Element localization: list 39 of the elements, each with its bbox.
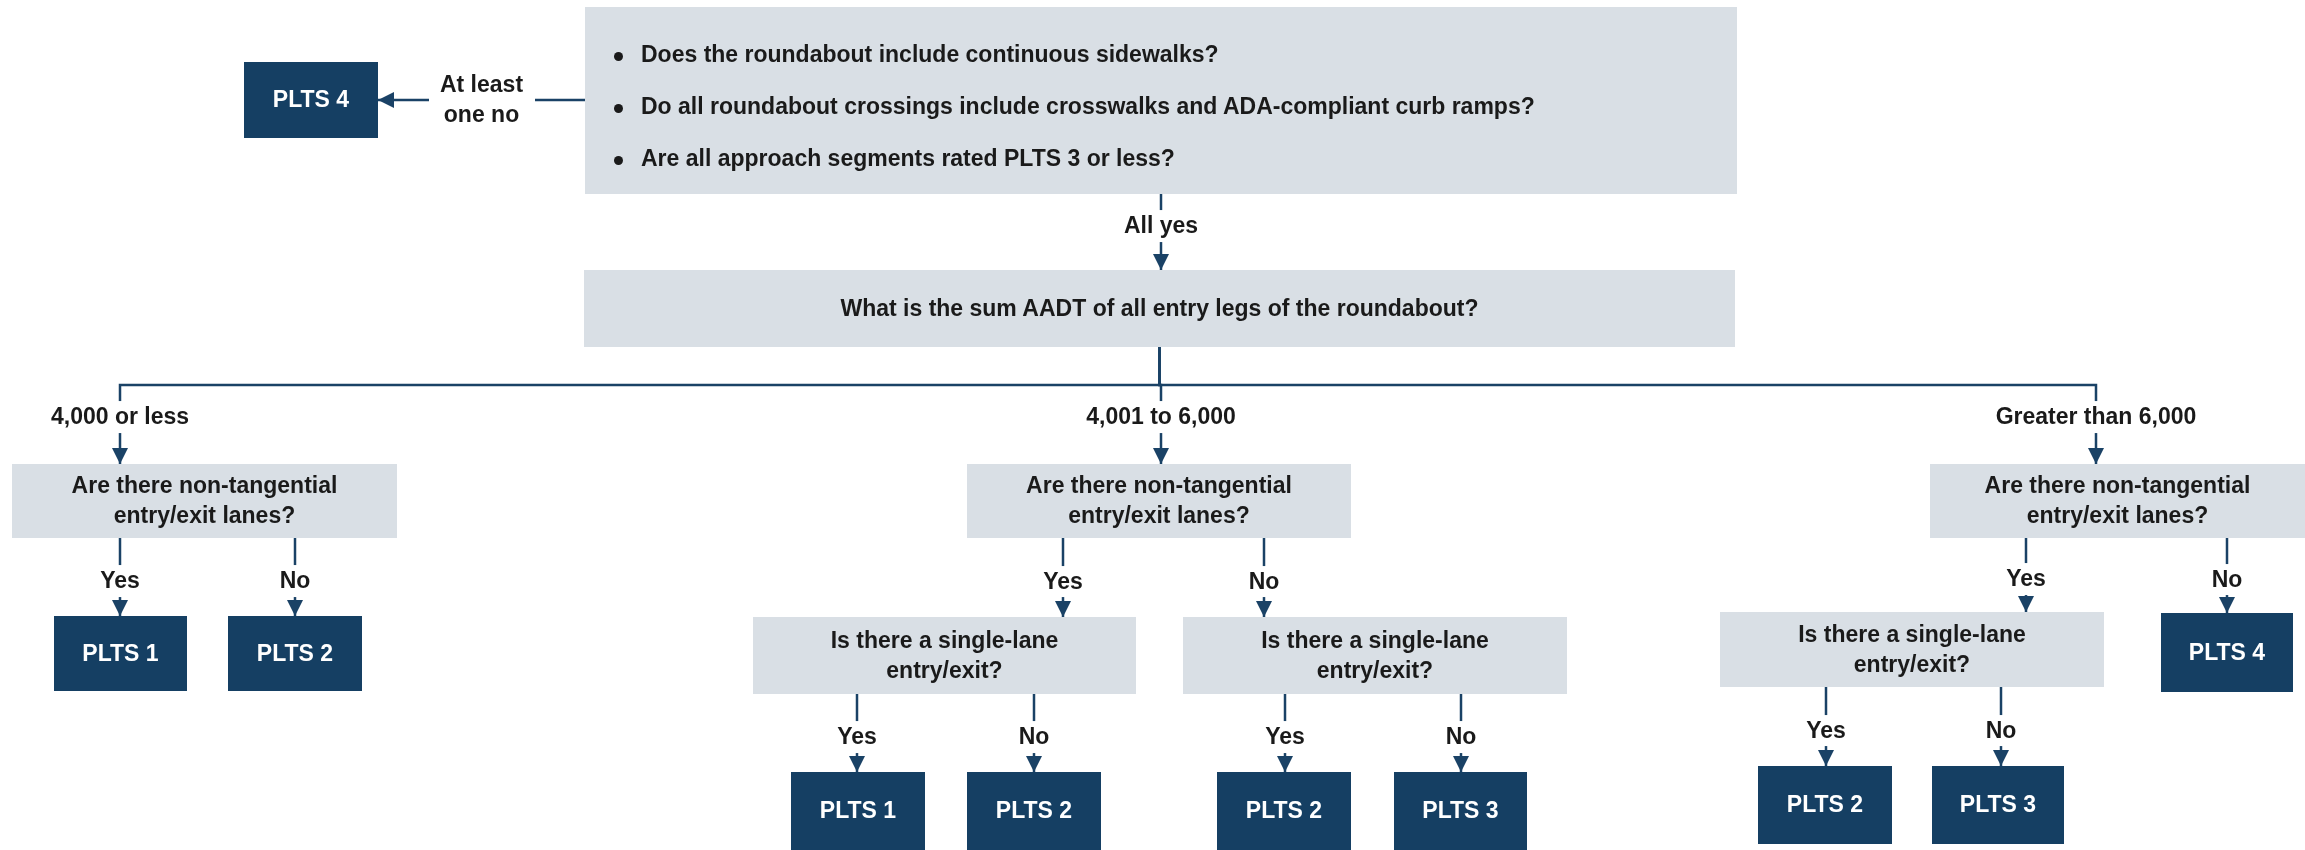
- result-box: [2161, 613, 2293, 692]
- result-box: [791, 772, 925, 850]
- question-box: [585, 7, 1737, 194]
- result-box: [967, 772, 1101, 850]
- question-text: Is there a single-lane entry/exit?: [1797, 619, 2027, 679]
- result-box: [1217, 772, 1351, 850]
- result-label: PLTS 2: [1786, 790, 1864, 820]
- result-box: [1758, 766, 1892, 844]
- question-text: What is the sum AADT of all entry legs of the roundabout?: [840, 293, 1479, 323]
- result-box: [228, 616, 362, 691]
- result-label: PLTS 3: [1422, 796, 1499, 826]
- bullet-question: Does the roundabout include continuous sidewalks?: [641, 40, 1219, 69]
- bullet-question: Do all roundabout crossings include crosswalks and ADA-compliant curb ramps?: [641, 91, 1535, 121]
- result-box: [54, 616, 187, 691]
- result-box: [1394, 772, 1527, 850]
- question-box: [1720, 612, 2104, 687]
- result-label: PLTS 4: [272, 85, 350, 115]
- question-box: [753, 617, 1136, 694]
- question-box: [12, 464, 397, 538]
- question-text: Is there a single-lane entry/exit?: [1260, 625, 1490, 685]
- result-box: [244, 62, 378, 138]
- question-text: Is there a single-lane entry/exit?: [829, 625, 1060, 685]
- result-label: PLTS 2: [256, 638, 334, 668]
- arrow: [1158, 347, 2104, 464]
- question-box: [584, 270, 1735, 347]
- result-label: PLTS 2: [995, 796, 1073, 826]
- question-box: [967, 464, 1351, 538]
- result-label: PLTS 1: [819, 796, 897, 826]
- question-box: [1930, 464, 2305, 538]
- bullet-question: Are all approach segments rated PLTS 3 or less?: [641, 143, 1175, 173]
- result-label: PLTS 4: [2188, 637, 2266, 667]
- question-text: Are there non-tangential entry/exit lanes?: [1983, 471, 2252, 530]
- result-label: PLTS 2: [1245, 796, 1323, 826]
- result-box: [1932, 766, 2064, 844]
- question-box: [1183, 617, 1567, 694]
- result-label: PLTS 1: [82, 638, 159, 668]
- result-label: PLTS 3: [1959, 790, 2037, 820]
- question-text: Are there non-tangential entry/exit lanes?: [70, 471, 339, 530]
- question-text: Are there non-tangential entry/exit lanes?: [1025, 471, 1293, 530]
